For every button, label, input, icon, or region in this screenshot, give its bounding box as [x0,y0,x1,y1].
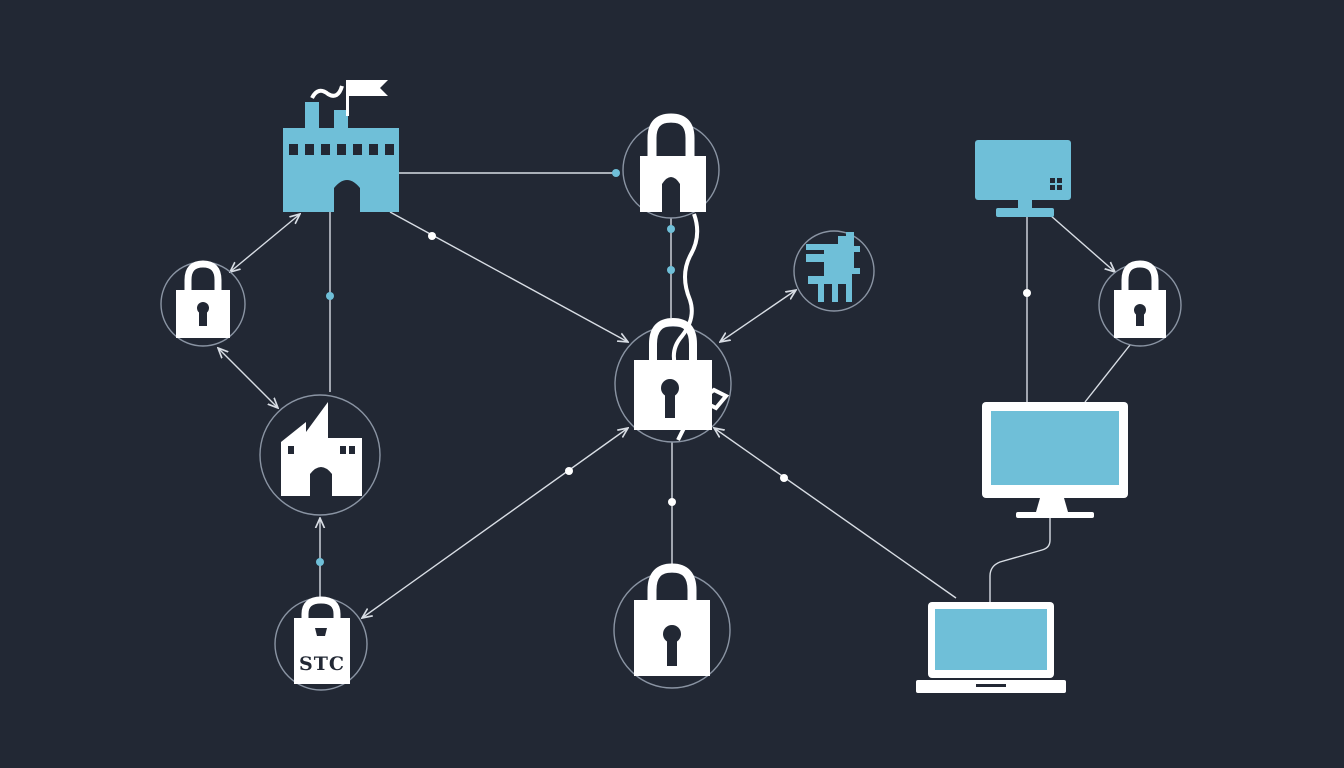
lock-bottom-node [613,563,731,689]
factory-icon [283,80,399,212]
connection-dot [612,169,620,177]
link-central-laptop [714,428,957,599]
house-node [259,394,381,516]
padlock-icon [1114,260,1166,338]
link-circuit-central [720,290,796,342]
connection-dot [316,558,324,566]
circuit-board-icon [806,232,860,302]
lock-right-node [1098,260,1182,347]
link-central-stc [362,428,628,618]
house-icon [281,402,362,496]
connection-dot [1023,289,1031,297]
connection-dot [780,474,788,482]
padlock-icon [176,260,230,338]
link-factory-lock-left [230,214,300,272]
link-lock-left-house [218,348,278,408]
connection-dot [326,292,334,300]
connection-dot [667,266,675,274]
node-ring [259,394,381,516]
lock-top-node [622,113,720,219]
connections [218,172,1131,618]
link-factory-central-lock [389,211,628,342]
padlock-icon [640,113,706,212]
circuit-node [793,230,875,312]
padlock-icon [634,563,710,676]
lock-stc-label: STC [299,653,345,675]
connection-dot [428,232,436,240]
monitor-large-icon [982,402,1128,518]
connection-dots [316,169,1031,566]
connection-dot [565,467,573,475]
link-lock-right-monitor [1084,344,1131,403]
monitor-top-icon [975,140,1071,217]
lock-stc-node: STC [274,596,368,691]
padlock-icon: STC [294,596,350,684]
broken-chain-padlock-icon [634,213,730,441]
node-ring [793,230,875,312]
connection-dot [668,498,676,506]
lock-left-node [160,260,246,347]
link-monitor-top-lock-right [1049,214,1115,272]
connection-dot [667,225,675,233]
laptop-icon [916,602,1066,693]
link-monitor-laptop-cable [989,518,1051,604]
lock-central-node [614,213,732,443]
